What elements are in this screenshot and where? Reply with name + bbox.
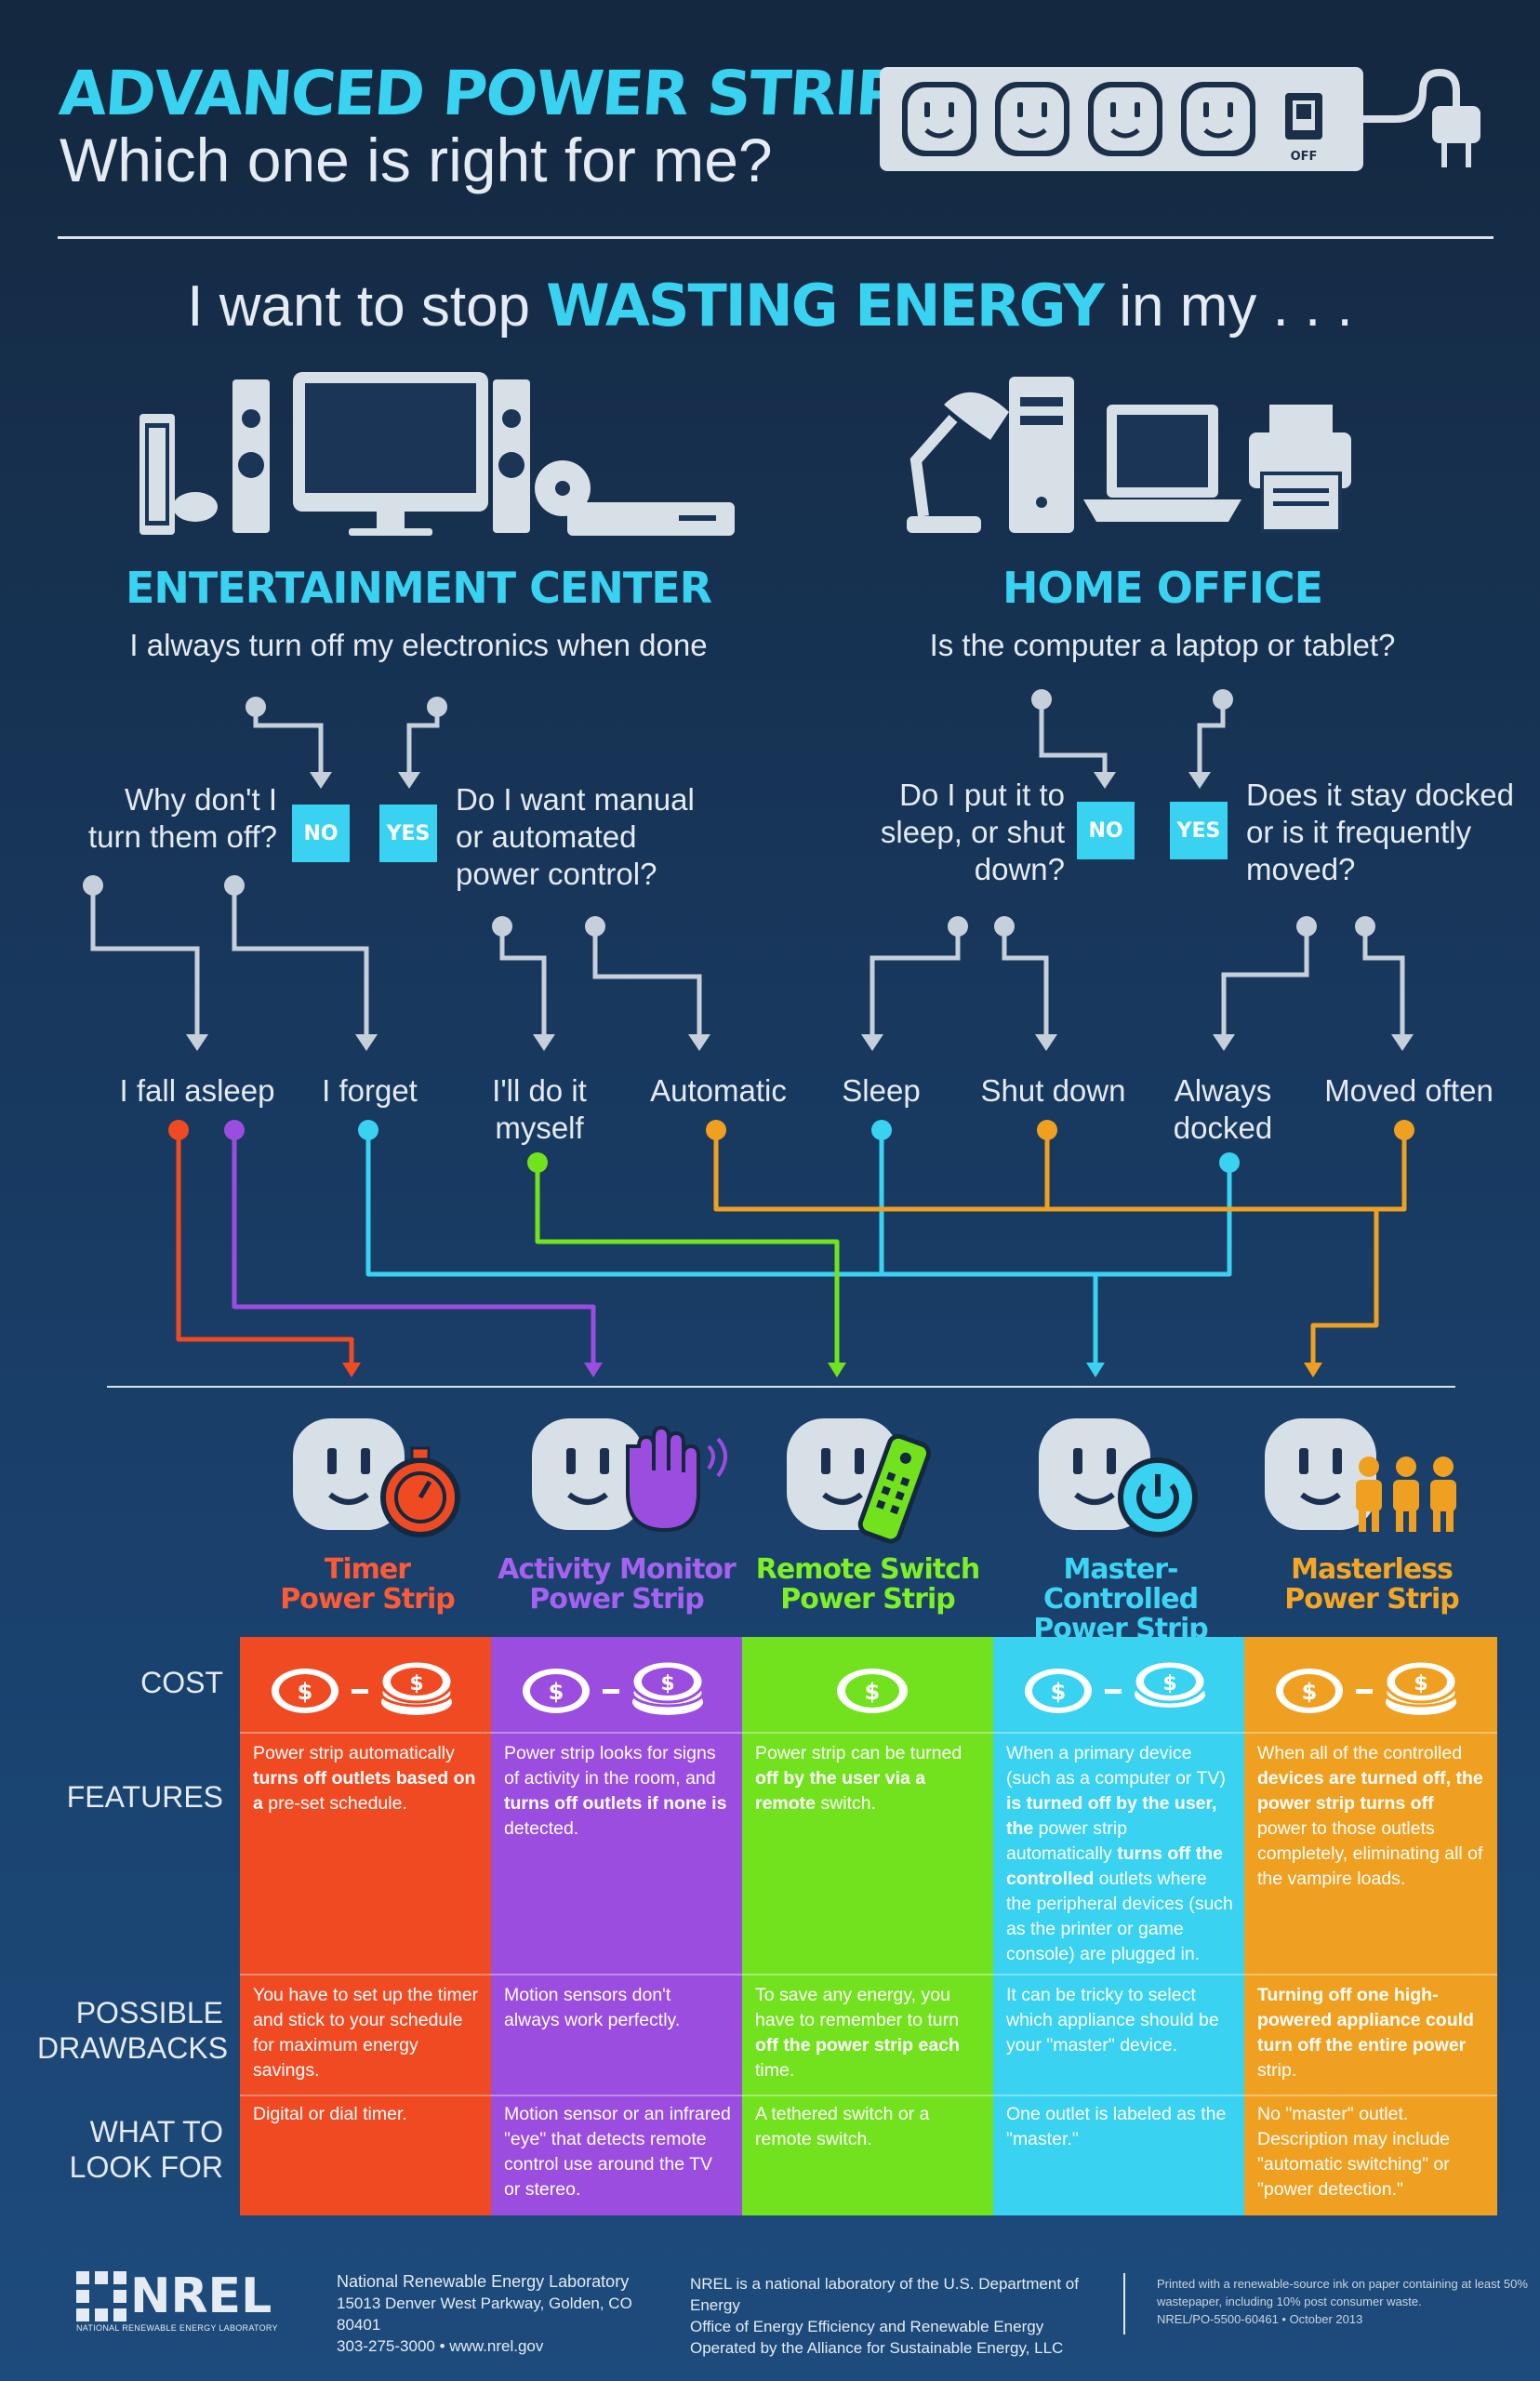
option-automatic: Automatic bbox=[650, 1073, 787, 1108]
cost-coins-icon: $ $ bbox=[1025, 1659, 1207, 1713]
timer-drawbacks: You have to set up the timer and stick t… bbox=[253, 1985, 479, 2081]
strip-type-icons bbox=[293, 1418, 1456, 1544]
masterless-features: When all of the controlled devices are t… bbox=[1257, 1743, 1483, 1889]
entertainment-no-button: NO bbox=[292, 805, 350, 862]
option-do-it-myself: I'll do it myself bbox=[492, 1073, 587, 1145]
master-features: When a primary device (such as a compute… bbox=[1006, 1743, 1233, 1964]
office-yes-button: YES bbox=[1170, 802, 1228, 859]
remote-features: Power strip can be turned off by the use… bbox=[755, 1743, 962, 1814]
home-office-prompt: Is the computer a laptop or tablet? bbox=[929, 628, 1396, 662]
footer-doe-info: NREL is a national laboratory of the U.S… bbox=[690, 2275, 1079, 2357]
activity-drawbacks: Motion sensors don't always work perfect… bbox=[504, 1985, 681, 2030]
office-no-question: Do I put it to sleep, or shut down? bbox=[880, 778, 1065, 886]
page-title: ADVANCED POWER STRIPS bbox=[57, 58, 944, 129]
strip-switch-label: OFF bbox=[1291, 150, 1318, 164]
footer-separator bbox=[1123, 2273, 1125, 2334]
svg-text:$: $ bbox=[1302, 1679, 1318, 1705]
entertainment-center-title: ENTERTAINMENT CENTER bbox=[125, 563, 712, 613]
svg-text:$: $ bbox=[1414, 1672, 1427, 1696]
svg-text:$: $ bbox=[298, 1679, 313, 1705]
row-label-look-for: WHAT TO LOOK FOR bbox=[69, 2115, 223, 2184]
stopwatch-icon bbox=[380, 1446, 460, 1537]
header-divider bbox=[58, 236, 1494, 239]
svg-text:$: $ bbox=[660, 1672, 674, 1696]
masterless-look-for: No "master" outlet. Description may incl… bbox=[1257, 2104, 1451, 2200]
row-label-drawbacks: POSSIBLE DRAWBACKS bbox=[37, 1996, 229, 2065]
remote-control-icon bbox=[857, 1433, 932, 1544]
decision-connectors bbox=[83, 689, 1414, 1051]
entertainment-no-question: Why don't I turn them off? bbox=[87, 782, 277, 854]
main-question: I want to stop WASTING ENERGY in my . . … bbox=[187, 272, 1353, 339]
office-no-button: NO bbox=[1077, 802, 1135, 859]
option-shut-down: Shut down bbox=[980, 1073, 1126, 1108]
masterless-drawbacks: Turning off one high-powered appliance c… bbox=[1257, 1985, 1474, 2081]
power-strip-icon: OFF bbox=[880, 67, 1480, 171]
remote-strip-title: Remote Switch Power Strip bbox=[755, 1553, 981, 1616]
options-divider bbox=[107, 1386, 1455, 1388]
masterless-strip-title: Masterless Power Strip bbox=[1284, 1553, 1459, 1616]
footer-print-info: Printed with a renewable-source ink on p… bbox=[1157, 2277, 1528, 2326]
remote-column: $ Power strip can be turned off by the u… bbox=[742, 1637, 993, 2215]
cost-coins-icon: $ $ bbox=[272, 1659, 454, 1715]
masterless-column: $ $ When all of the controlled devices a… bbox=[1244, 1637, 1497, 2215]
activity-look-for: Motion sensor or an infrared "eye" that … bbox=[504, 2104, 731, 2200]
activity-column: $ $ Power strip looks for signs of activ… bbox=[491, 1637, 742, 2215]
entertainment-yes-button: YES bbox=[379, 805, 437, 862]
option-forget: I forget bbox=[322, 1073, 418, 1108]
wasting-energy-highlight: WASTING ENERGY bbox=[546, 272, 1105, 339]
activity-features: Power strip looks for signs of activity … bbox=[504, 1743, 727, 1839]
option-fall-asleep: I fall asleep bbox=[119, 1073, 275, 1108]
timer-strip-title: Timer Power Strip bbox=[280, 1553, 455, 1616]
cost-coin-icon: $ bbox=[837, 1669, 908, 1713]
nrel-logo: NREL NATIONAL RENEWABLE ENERGY LABORATOR… bbox=[76, 2268, 278, 2333]
waving-hand-icon bbox=[626, 1425, 727, 1533]
entertainment-prompt: I always turn off my electronics when do… bbox=[129, 628, 708, 662]
people-group-icon bbox=[1356, 1457, 1456, 1532]
option-sleep: Sleep bbox=[842, 1073, 921, 1108]
timer-column: $ $ Power strip automatically turns off … bbox=[240, 1637, 491, 2215]
nrel-logo-mark-icon bbox=[76, 2271, 126, 2321]
entertainment-yes-question: Do I want manual or automated power cont… bbox=[456, 782, 695, 891]
remote-look-for: A tethered switch or a remote switch. bbox=[755, 2104, 930, 2149]
cost-coins-icon: $ $ bbox=[1276, 1659, 1458, 1715]
timer-look-for: Digital or dial timer. bbox=[253, 2104, 407, 2124]
option-always-docked: Always docked bbox=[1173, 1073, 1273, 1145]
svg-text:$: $ bbox=[409, 1672, 423, 1696]
remote-drawbacks: To save any energy, you have to remember… bbox=[755, 1985, 960, 2081]
option-moved-often: Moved often bbox=[1324, 1073, 1494, 1108]
master-strip-title: Master-Controlled Power Strip bbox=[1033, 1553, 1208, 1645]
cost-coins-icon: $ $ bbox=[523, 1659, 705, 1715]
master-drawbacks: It can be tricky to select which applian… bbox=[1006, 1985, 1219, 2055]
page-subtitle: Which one is right for me? bbox=[60, 126, 773, 194]
master-column: $ $ When a primary device (such as a com… bbox=[993, 1637, 1244, 2215]
svg-text:$: $ bbox=[549, 1679, 564, 1705]
home-office-devices-icon bbox=[907, 377, 1351, 533]
master-look-for: One outlet is labeled as the "master." bbox=[1006, 2104, 1227, 2149]
office-yes-question: Does it stay docked or is it frequently … bbox=[1246, 778, 1514, 886]
row-label-features: FEATURES bbox=[66, 1780, 223, 1814]
svg-text:$: $ bbox=[1051, 1679, 1067, 1705]
svg-text:$: $ bbox=[865, 1679, 881, 1705]
svg-text:$: $ bbox=[1162, 1672, 1176, 1696]
routing-lines bbox=[168, 1120, 1414, 1377]
activity-strip-title: Activity Monitor Power Strip bbox=[498, 1553, 737, 1616]
entertainment-devices-icon bbox=[139, 372, 735, 536]
footer-lab-info: National Renewable Energy Laboratory 150… bbox=[337, 2272, 632, 2355]
home-office-title: HOME OFFICE bbox=[1002, 563, 1323, 613]
row-label-cost: COST bbox=[140, 1666, 223, 1699]
timer-features: Power strip automatically turns off outl… bbox=[253, 1743, 476, 1814]
power-button-icon bbox=[1118, 1457, 1198, 1537]
